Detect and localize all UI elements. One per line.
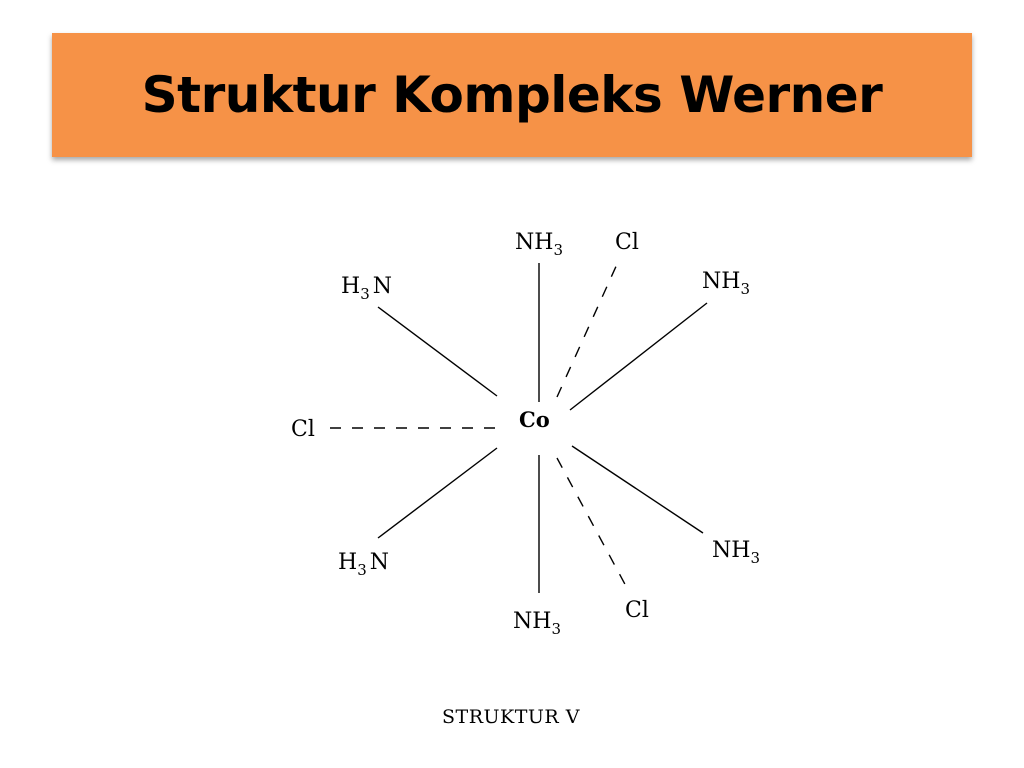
ligand-lower-right-nh3: NH3 <box>712 538 760 567</box>
ligand-bottom-nh3: NH3 <box>513 609 561 638</box>
bond-upper-right-nh3 <box>569 302 708 411</box>
ligand-left-cl: Cl <box>291 417 315 442</box>
bond-upper-left-h3n <box>377 306 498 397</box>
bond-top-cl <box>556 261 619 398</box>
ligand-bottom-cl: Cl <box>625 598 649 623</box>
title-banner: Struktur Kompleks Werner <box>52 33 972 157</box>
center-atom-label: Co <box>519 407 550 432</box>
slide-title: Struktur Kompleks Werner <box>141 66 883 124</box>
bond-bottom-cl <box>556 457 628 589</box>
diagram-caption: STRUKTUR V <box>442 706 580 728</box>
ligand-upper-right-nh3: NH3 <box>702 269 750 298</box>
ligand-top-nh3: NH3 <box>515 230 563 259</box>
bond-lower-right-nh3 <box>571 445 704 534</box>
ligand-top-cl: Cl <box>615 230 639 255</box>
bond-lower-left-h3n <box>377 447 498 539</box>
